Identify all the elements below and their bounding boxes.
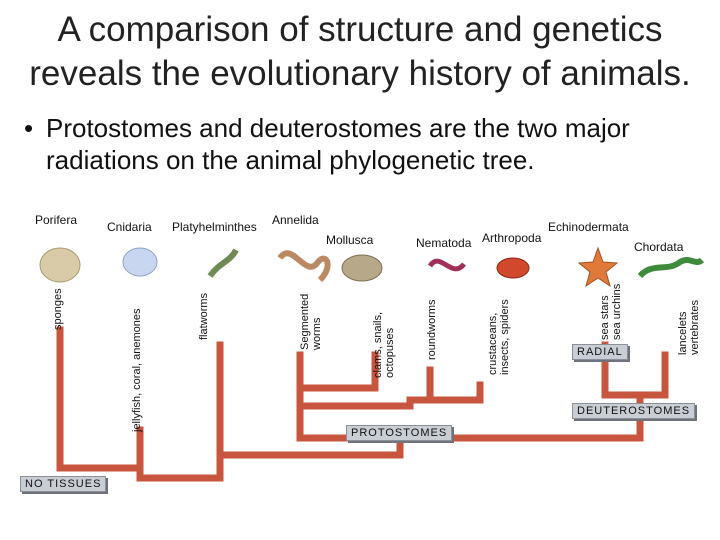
common-clams-line1: clams, snails, [372,311,384,378]
lizard-icon [637,257,705,279]
title-line-2: reveals the evolutionary history of anim… [29,54,691,93]
sea-star-icon [577,246,619,288]
common-clams: clams, snails, octopuses [372,312,396,378]
common-lancelets-line1: lancelets [677,311,689,355]
common-lancelets: lancelets vertebrates [677,300,701,355]
bullet-line-1: Protostomes and deuterostomes are the tw… [46,113,630,143]
segmented-worm-icon [277,250,331,283]
tag-protostomes: PROTOSTOMES [346,425,453,441]
crab-icon [496,257,530,279]
common-segmented-line2: worms [311,317,323,350]
branch-porifera [56,326,144,472]
common-seastars: sea stars sea urchins [599,284,623,340]
label-echinodermata: Echinodermata [548,220,629,234]
tag-deuterostomes: DEUTEROSTOMES [572,403,696,419]
tree-branches [56,326,669,482]
common-clams-line2: octopuses [384,327,396,378]
snail-icon [341,254,383,282]
jellyfish-icon [122,247,158,277]
common-seastars-line2: sea urchins [611,283,623,340]
common-flatworms: flatworms [198,292,210,340]
slide-title: A comparison of structure and genetics r… [0,8,720,96]
label-chordata: Chordata [634,240,684,254]
common-jellyfish: jellyfish, coral, anemones [131,308,143,432]
label-porifera: Porifera [35,213,78,227]
bullet-icon: • [24,113,34,143]
label-mollusca: Mollusca [326,233,374,247]
branch-bilateria-split [216,434,404,459]
branch-to-bilateria [136,451,224,482]
tag-radial: RADIAL [572,344,628,360]
bullet-line-2: radiations on the animal phylogenetic tr… [46,145,535,175]
label-platyhelminthes: Platyhelminthes [172,220,257,234]
common-crustaceans: crustaceans, insects, spiders [487,299,511,375]
tag-no-tissues: NO TISSUES [20,476,107,492]
bullet-point: • Protostomes and deuterostomes are the … [24,112,704,176]
label-nematoda: Nematoda [416,236,472,250]
common-crustaceans-line1: crustaceans, [487,312,499,375]
common-lancelets-line2: vertebrates [689,299,701,355]
label-cnidaria: Cnidaria [107,220,152,234]
common-sponges: sponges [52,288,64,330]
common-segmented-line1: Segmented [299,293,311,350]
title-line-1: A comparison of structure and genetics [57,10,663,49]
flatworm-icon [207,248,239,278]
common-roundworms: roundworms [426,299,438,360]
roundworm-icon [427,258,466,272]
common-crustaceans-line2: insects, spiders [499,299,511,375]
common-seastars-line1: sea stars [599,295,611,340]
label-annelida: Annelida [272,213,319,227]
common-segmented: Segmented worms [299,294,323,350]
label-arthropoda: Arthropoda [482,231,542,245]
organism-illustrations [39,246,705,288]
sponge-icon [39,247,81,283]
